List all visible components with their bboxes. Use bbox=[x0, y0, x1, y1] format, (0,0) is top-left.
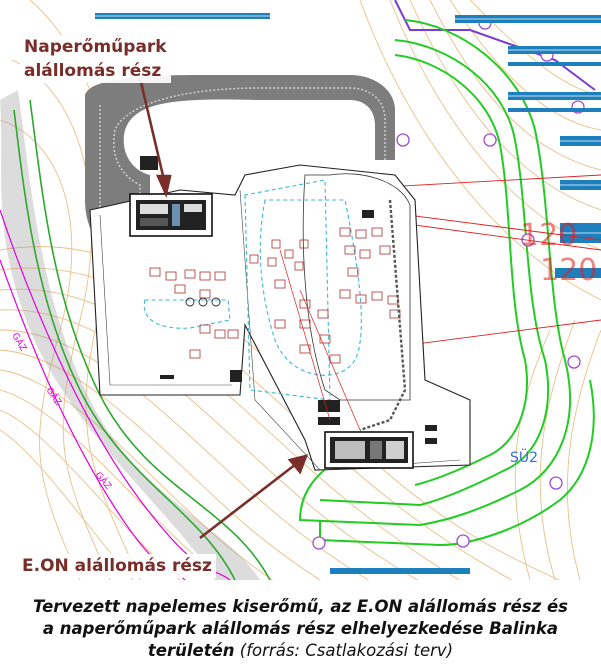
caption-line-3: területén (forrás: Csatlakozási terv) bbox=[0, 640, 601, 662]
solar-park-station-building bbox=[129, 193, 213, 237]
meter-box bbox=[140, 156, 158, 170]
cable-trench bbox=[359, 199, 407, 432]
eon-station-building bbox=[324, 431, 414, 469]
caption-source: (forrás: Csatlakozási terv) bbox=[234, 641, 454, 660]
caption-line-3-main: területén bbox=[147, 641, 235, 660]
equipment-dark-symbols bbox=[160, 210, 437, 444]
solar-panel-hatch bbox=[95, 15, 601, 234]
solar-callout-line-2: alállomás rész bbox=[24, 61, 162, 81]
substation-area bbox=[89, 164, 471, 471]
cable-red-1 bbox=[299, 289, 361, 431]
site-plan-drawing: GÁZ GÁZ GÁZ bbox=[0, 0, 601, 580]
equipment-symbols bbox=[149, 227, 401, 364]
line-number-2: 120 bbox=[540, 253, 597, 288]
cable-red-2 bbox=[279, 249, 331, 421]
callout-arrows bbox=[138, 77, 309, 540]
solar-park-station-callout: Naperőműpark alállomás rész bbox=[20, 35, 171, 83]
caption-line-2: a naperőműpark alállomás rész elhelyezke… bbox=[42, 619, 559, 638]
dimension-circles bbox=[185, 297, 221, 307]
figure-caption: Tervezett napelemes kiserőmű, az E.ON al… bbox=[0, 596, 601, 662]
sub-tag: SÜ2 bbox=[510, 448, 538, 466]
eon-station-callout: E.ON alállomás rész bbox=[18, 554, 216, 578]
caption-line-1: Tervezett napelemes kiserőmű, az E.ON al… bbox=[32, 597, 569, 616]
line-number-1: 120 bbox=[520, 218, 577, 253]
solar-callout-line-1: Naperőműpark bbox=[24, 37, 167, 57]
purple-fence-line bbox=[394, 0, 596, 91]
